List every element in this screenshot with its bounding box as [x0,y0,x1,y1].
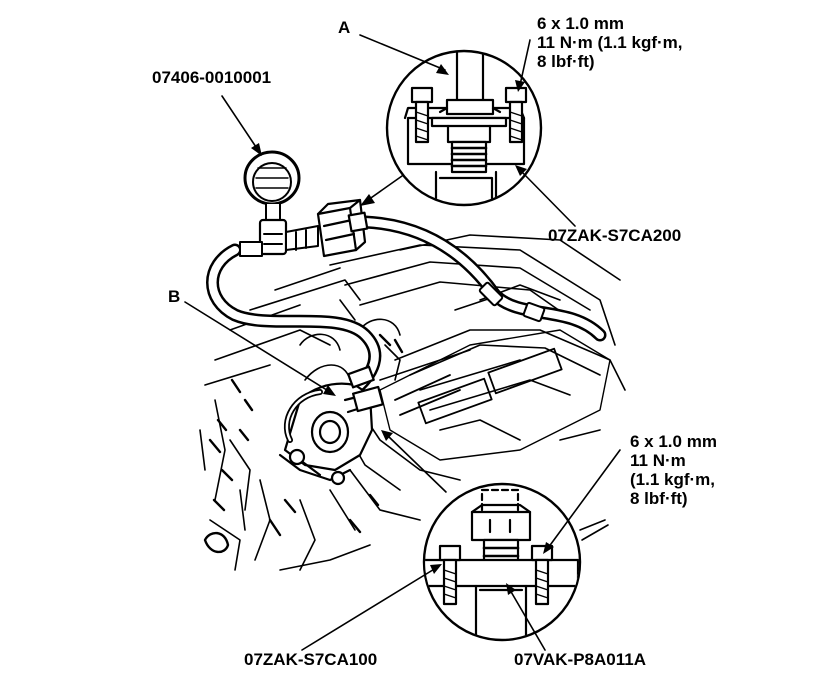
intake-cover [379,329,611,461]
part-number-gauge: 07406-0010001 [152,68,272,87]
callout-b: B [168,287,181,306]
torque-spec-bottom-line-1: 6 x 1.0 mm [630,432,717,451]
pressure-gauge [239,150,319,257]
lower-detail-circle [422,482,582,642]
leader-lines [184,34,621,651]
torque-spec-bottom: 6 x 1.0 mm 11 N·m (1.1 kgf·m, 8 lbf·ft) [630,432,717,508]
gauge-hose-left [206,243,382,392]
shading [203,333,404,554]
torque-spec-bottom-line-4: 8 lbf·ft) [630,489,688,508]
torque-spec-top: 6 x 1.0 mm 11 N·m (1.1 kgf·m, 8 lbf·ft) [537,14,683,71]
part-number-adapter-upper: 07ZAK-S7CA200 [548,226,682,245]
callout-a: A [338,18,351,37]
torque-spec-top-line-3: 8 lbf·ft) [537,52,595,71]
t-fitting [316,198,369,258]
fuel-hose-right [358,215,607,342]
torque-spec-bottom-line-3: (1.1 kgf·m, [630,470,716,489]
part-number-adapter-lower: 07ZAK-S7CA100 [244,650,378,669]
part-number-adapter-lower-right: 07VAK-P8A011A [514,650,646,669]
torque-spec-bottom-line-2: 11 N·m [630,451,686,470]
upper-detail-circle [385,49,543,207]
torque-spec-top-line-2: 11 N·m (1.1 kgf·m, [537,33,683,52]
fuel-rail-adapter [278,365,384,486]
torque-spec-top-line-1: 6 x 1.0 mm [537,14,624,33]
